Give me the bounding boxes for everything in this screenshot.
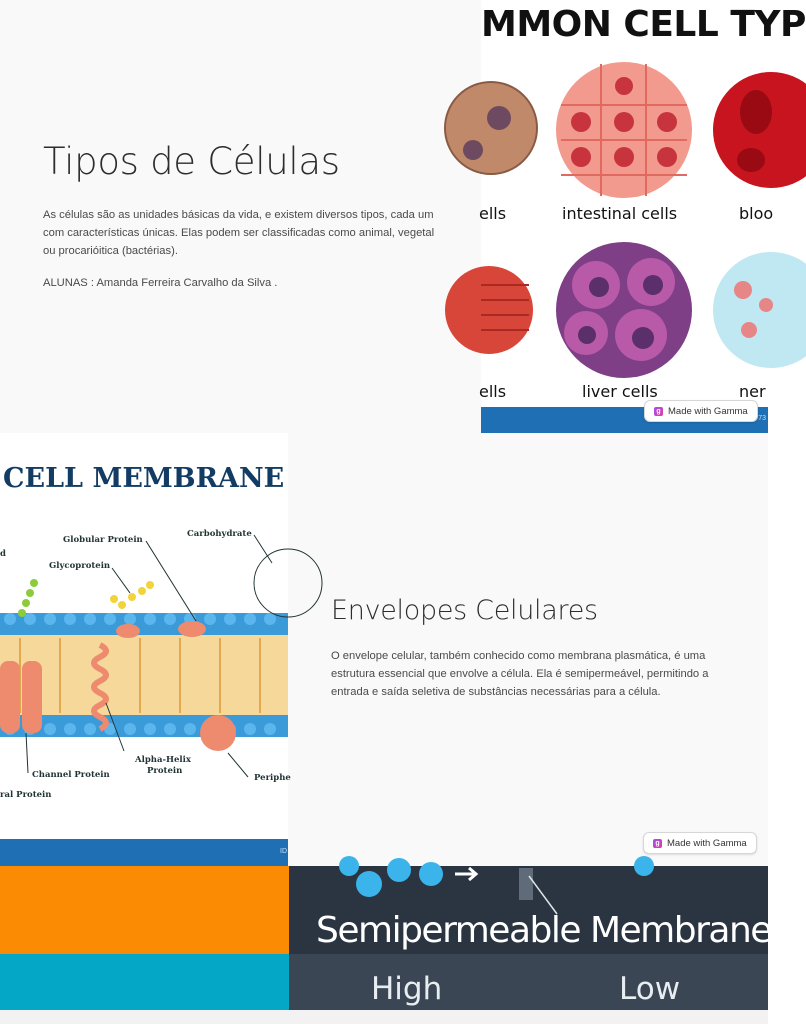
stock-image-id: ID 73 [749,415,766,422]
gamma-logo-icon: g [653,838,662,848]
slide-semipermeable: Semipermeable Membrane High Low [0,856,772,1024]
membrane-label-peripheral: Periphe [254,773,291,783]
membrane-label-integral-protein: ral Protein [0,790,52,800]
made-with-gamma-badge[interactable]: g Made with Gamma [644,400,758,422]
membrane-stock-id: ID [280,848,287,855]
membrane-label-channel-protein: Channel Protein [32,770,110,780]
gamma-logo-icon: g [654,406,663,416]
cell-label-intestinal: intestinal cells [562,204,678,223]
molecules-illustration [339,856,654,915]
orange-panel [0,866,289,954]
slide-envelopes-celulares: CELL MEMBRANE [0,433,768,866]
cell-label-1: ells [479,204,507,223]
slide1-body: As células são as unidades básicas da vi… [43,209,435,258]
cell-label-nerve: ner [739,382,766,401]
cell-membrane-image: CELL MEMBRANE [0,433,323,866]
cell-circles-illustration [444,62,806,378]
semi-high-label: High [371,971,443,1007]
membrane-label-carbohydrate: Carbohydrate [187,529,252,539]
semipermeable-membrane-image: Semipermeable Membrane High Low [289,856,772,1010]
membrane-image-title: CELL MEMBRANE [3,463,285,494]
cell-label-4: ells [479,382,507,401]
membrane-label-globular-protein: Globular Protein [63,535,143,545]
membrane-label-protein: Protein [147,766,183,776]
cell-label-liver: liver cells [582,382,658,401]
semi-title: Semipermeable Membrane [316,910,772,951]
membrane-label-d: d [0,549,6,559]
membrane-label-alpha-helix: Alpha-Helix [135,755,191,765]
slide2-text-block: Envelopes Celulares O envelope celular, … [331,595,731,701]
common-cell-types-image: MMON CELL TYP [444,0,806,433]
membrane-illustration [0,534,323,866]
slide1-authors: ALUNAS : Amanda Ferreira Carvalho da Sil… [43,277,278,290]
gamma-badge-label: Made with Gamma [668,405,748,417]
teal-panel [0,954,289,1010]
strip-bottom-gap [0,1010,768,1024]
cell-label-blood: bloo [739,204,774,223]
semi-low-label: Low [619,971,681,1007]
membrane-label-glycoprotein: Glycoprotein [49,561,111,571]
slide1-text-block: Tipos de Células As células são as unida… [43,140,438,306]
made-with-gamma-badge[interactable]: g Made with Gamma [643,832,757,854]
slide-tipos-de-celulas: Tipos de Células As células são as unida… [0,0,806,433]
slide2-body: O envelope celular, também conhecido com… [331,650,709,699]
slide2-title: Envelopes Celulares [331,595,598,626]
semi-lower-band [289,954,768,1010]
slide1-title: Tipos de Células [43,140,340,183]
gamma-badge-label: Made with Gamma [667,837,747,849]
cells-image-header: MMON CELL TYP [481,4,806,45]
